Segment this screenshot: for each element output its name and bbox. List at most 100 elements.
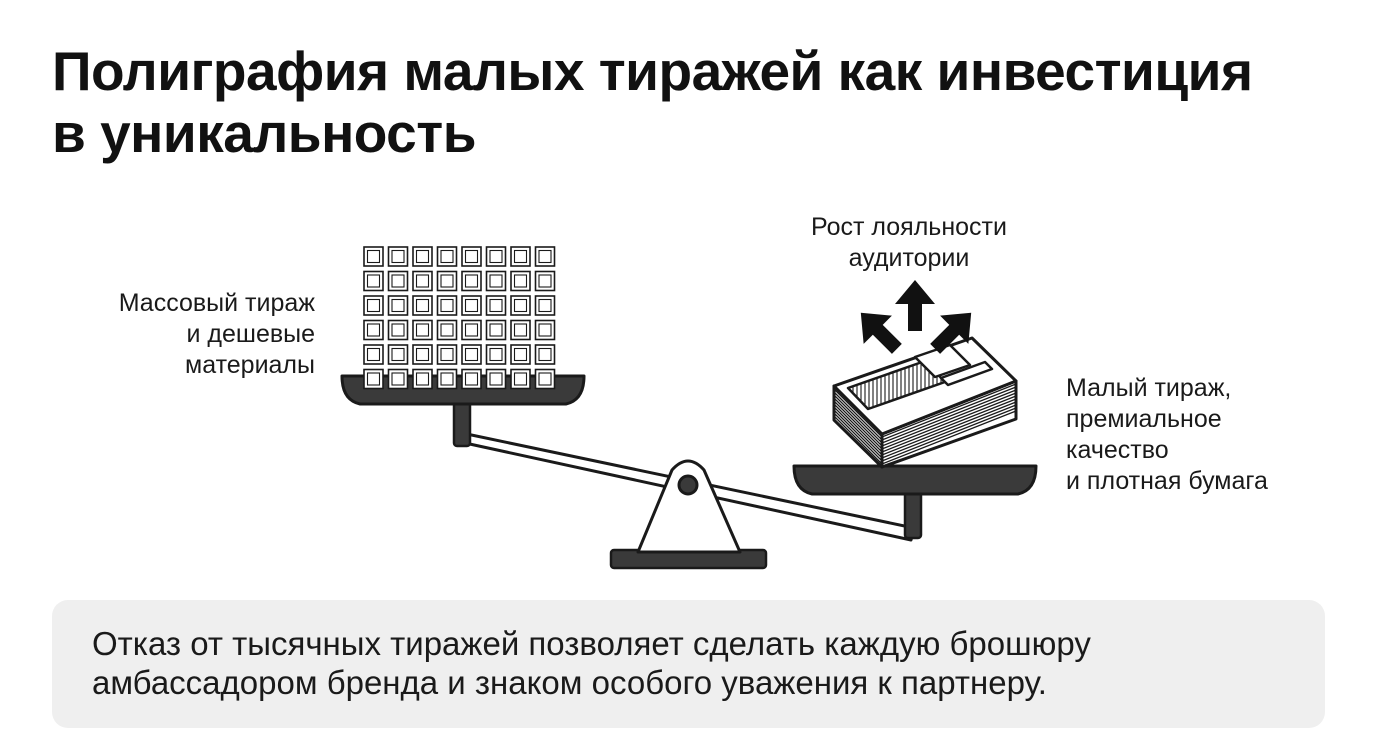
grid-cell	[412, 319, 433, 341]
grid-cell-inner	[391, 347, 405, 362]
grid-cell	[412, 368, 433, 390]
grid-cell-inner	[366, 298, 381, 313]
small-print-label-line-3: качество	[1066, 436, 1169, 464]
grid-cell-inner	[415, 372, 430, 386]
loyalty-growth-label-line-2: аудитории	[848, 244, 970, 272]
mass-print-label-line-1: Массовый тираж	[118, 289, 315, 317]
grid-cell	[436, 270, 458, 292]
grid-cell	[485, 295, 507, 316]
grid-cell-inner	[415, 249, 430, 264]
grid-cell	[436, 319, 458, 341]
scale-pivot	[677, 474, 699, 496]
left-stem	[452, 398, 472, 448]
grid-cell-inner	[440, 274, 454, 288]
grid-cell-inner	[513, 298, 528, 313]
grid-cell	[461, 344, 482, 365]
grid-cell-inner	[489, 249, 503, 264]
grid-cell-inner	[513, 323, 528, 337]
grid-cell	[387, 344, 409, 365]
paper-sheet-line	[833, 407, 1017, 462]
right-pan	[792, 464, 1038, 496]
grid-cell	[485, 246, 507, 267]
grid-cell-inner	[440, 323, 454, 337]
grid-cell	[412, 344, 433, 365]
grid-cell-inner	[489, 274, 503, 288]
grid-cell-inner	[538, 347, 552, 362]
mass-print-label-line-2: и дешевые	[186, 320, 315, 348]
grid-cell	[510, 344, 531, 365]
grid-cell-inner	[391, 249, 405, 264]
grid-cell-inner	[538, 298, 552, 313]
grid-cell	[534, 319, 556, 341]
grid-cell	[461, 246, 482, 267]
premium-paper-stack-icon	[832, 336, 1018, 469]
grid-cell	[534, 295, 556, 316]
paper-sheet-line	[833, 404, 1017, 459]
grid-cell	[436, 295, 458, 316]
arrow-up-icon	[895, 280, 935, 331]
grid-cell	[485, 319, 507, 341]
grid-cell-inner	[464, 323, 479, 337]
paper-sheet-line	[833, 395, 1017, 450]
grid-cell-inner	[415, 274, 430, 288]
grid-cell	[363, 246, 384, 267]
grid-cell-inner	[391, 372, 405, 386]
grid-cell	[412, 270, 433, 292]
grid-cell	[510, 295, 531, 316]
grid-cell-inner	[366, 274, 381, 288]
mass-print-grid-icon	[363, 246, 556, 390]
small-print-label-line-4: и плотная бумага	[1066, 467, 1268, 495]
grid-cell-inner	[538, 323, 552, 337]
grid-cell	[461, 270, 482, 292]
grid-cell	[412, 246, 433, 267]
balance-scale-illustration	[340, 246, 1038, 570]
arrow-up-right-icon	[930, 312, 972, 354]
grid-cell	[510, 246, 531, 267]
grid-cell-inner	[513, 372, 528, 386]
grid-cell	[363, 368, 384, 390]
title-line-2: в уникальность	[52, 102, 477, 164]
grid-cell-inner	[391, 274, 405, 288]
grid-cell	[436, 368, 458, 390]
paper-sheet-line	[833, 410, 1017, 465]
grid-cell-inner	[366, 249, 381, 264]
grid-cell-inner	[366, 372, 381, 386]
grid-cell-inner	[440, 249, 454, 264]
loyalty-growth-label: Рост лояльности аудитории	[778, 212, 1040, 274]
loyalty-growth-label-line-1: Рост лояльности	[811, 213, 1007, 241]
page-title: Полиграфия малых тиражей как инвестиция …	[52, 40, 1332, 164]
grid-cell	[412, 295, 433, 316]
grid-cell-inner	[513, 249, 528, 264]
grid-cell	[534, 344, 556, 365]
small-print-label-line-1: Малый тираж,	[1066, 374, 1232, 402]
grid-cell-inner	[538, 249, 552, 264]
arrow-up-left-icon	[860, 312, 902, 354]
grid-cell-inner	[391, 323, 405, 337]
grid-cell-inner	[366, 323, 381, 337]
grid-cell	[534, 368, 556, 390]
grid-cell	[387, 270, 409, 292]
paper-sheet-line	[833, 398, 1017, 453]
grid-cell-inner	[415, 347, 430, 362]
grid-cell	[510, 368, 531, 390]
grid-cell-inner	[513, 274, 528, 288]
grid-cell-inner	[489, 372, 503, 386]
title-line-1: Полиграфия малых тиражей как инвестиция	[52, 40, 1253, 102]
grid-cell-inner	[489, 323, 503, 337]
paper-sheet-line	[833, 386, 1017, 441]
grid-cell	[363, 295, 384, 316]
grid-cell-inner	[366, 347, 381, 362]
grid-cell-inner	[538, 274, 552, 288]
grid-cell	[485, 270, 507, 292]
grid-cell-inner	[489, 298, 503, 313]
grid-cell	[485, 368, 507, 390]
grid-cell-inner	[391, 298, 405, 313]
grid-cell	[387, 295, 409, 316]
grid-cell	[387, 246, 409, 267]
summary-text: Отказ от тысячных тиражей позволяет сдел…	[92, 624, 1285, 702]
grid-cell-inner	[464, 298, 479, 313]
grid-cell	[534, 246, 556, 267]
grid-cell	[436, 246, 458, 267]
grid-cell-inner	[440, 298, 454, 313]
small-print-label: Малый тираж, премиальное качество и плот…	[1066, 373, 1346, 497]
